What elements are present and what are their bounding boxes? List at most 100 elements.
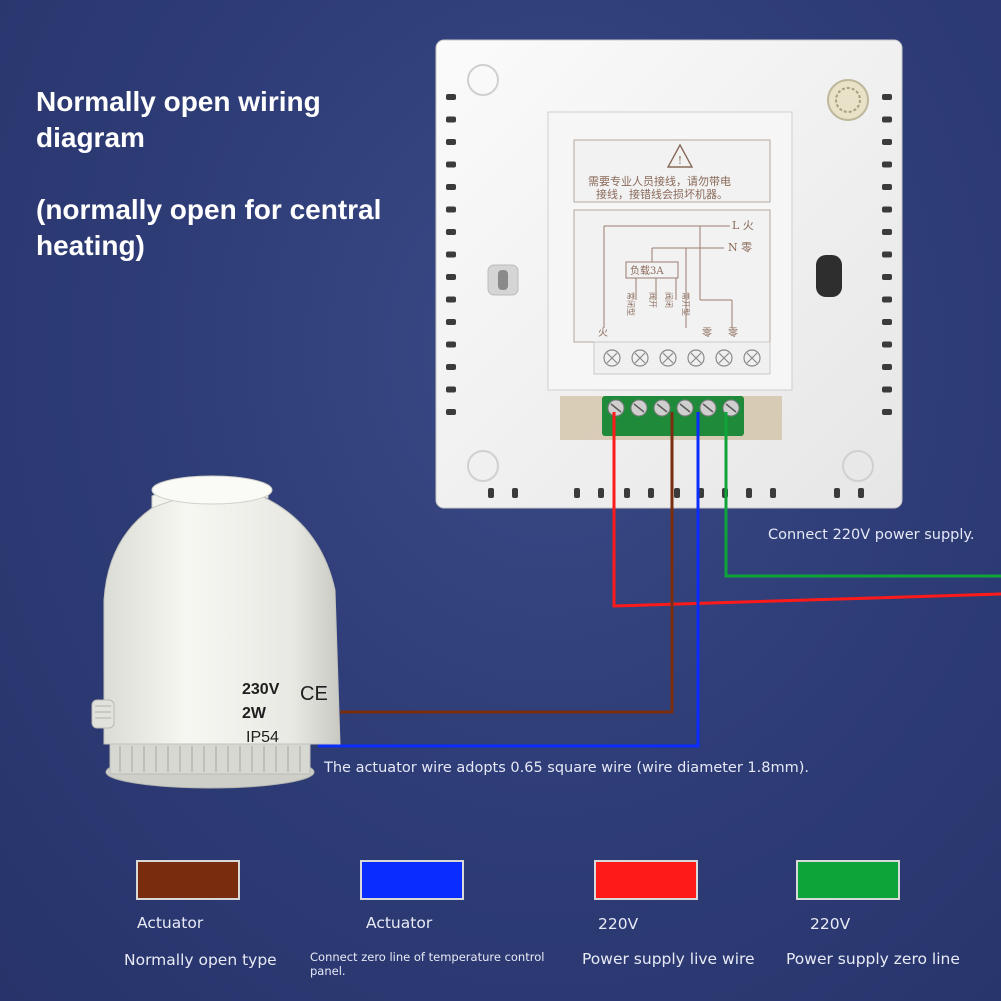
label-zero-1: 零 (702, 327, 712, 339)
wires (318, 412, 1001, 748)
vent-slot (446, 341, 456, 348)
load-label: 负载3A (630, 264, 664, 277)
vent-slot (446, 116, 456, 123)
vent-slot (882, 116, 892, 123)
vent-slot (648, 488, 654, 498)
terminal-screw-slot (679, 403, 691, 413)
vent-slot (446, 296, 456, 303)
wire-red-live (612, 412, 1001, 608)
vent-slot (674, 488, 680, 498)
vent-slot (446, 409, 456, 415)
legend-brown-desc: Normally open type (124, 951, 277, 969)
warning-text-2: 接线，接错线会损坏机器。 (596, 187, 728, 201)
adjust-dial (827, 79, 869, 121)
terminal-marking-cross (746, 352, 758, 364)
vent-slot (446, 386, 456, 393)
terminal-screws (607, 399, 740, 417)
terminal-L-label: L 火 (732, 219, 754, 232)
vent-slot (512, 488, 518, 498)
legend-swatch-red (594, 860, 698, 900)
terminal-marking (659, 349, 677, 367)
legend-swatch-brown (136, 860, 240, 900)
label-fire: 火 (598, 327, 608, 339)
terminal-marking (715, 349, 733, 367)
terminal-screw-slot (656, 403, 668, 413)
vent-slot (882, 274, 892, 280)
vent-slot (882, 296, 892, 303)
vent-slot (446, 229, 456, 235)
vent-slot (882, 364, 892, 370)
actuator-rating: IP54 (246, 729, 279, 746)
vent-slot (446, 94, 456, 100)
vent-slot (446, 184, 456, 190)
vent-slot (574, 488, 580, 498)
vent-slot (446, 319, 456, 325)
legend-red-title: 220V (598, 915, 639, 933)
label-normally-open: 常开型 (681, 292, 690, 316)
terminal-marking-cross (662, 352, 674, 364)
vent-slot (882, 161, 892, 168)
label-normally-closed: 常闭型 (626, 292, 635, 316)
terminal-screw-slot (633, 403, 645, 413)
label-valve-close: 阀闭 (664, 292, 673, 308)
vent-slot (770, 488, 776, 498)
label-zero-2: 零 (728, 327, 738, 339)
wire-brown-actuator (340, 412, 674, 714)
vent-slot (882, 319, 892, 325)
warning-icon (666, 143, 694, 168)
ce-mark: CE (300, 683, 328, 705)
vent-slot (446, 161, 456, 168)
vent-slot (882, 251, 892, 258)
label-valve-open: 阀开 (648, 292, 657, 308)
legend-green-desc: Power supply zero line (786, 950, 960, 968)
title-line-1: Normally open wiring diagram (36, 86, 321, 153)
vent-slot (446, 364, 456, 370)
wire-blue-actuator (318, 412, 700, 748)
vent-slot (834, 488, 840, 498)
wire-green-zero (724, 412, 1001, 578)
vent-slot (882, 409, 892, 415)
screw-slot-right (816, 255, 842, 297)
legend-swatch-blue (360, 860, 464, 900)
terminal-marking-cross (718, 352, 730, 364)
vent-slot (882, 139, 892, 145)
mount-hole (467, 64, 499, 96)
thermostat-back: ! 需要专业人员接线，请勿带电 接线，接错线会损坏机器。 L 火 N 零 负载3… (435, 39, 903, 509)
vent-slot (446, 274, 456, 280)
vent-slot (882, 184, 892, 190)
vent-slot (624, 488, 630, 498)
legend-red-desc: Power supply live wire (582, 950, 755, 968)
terminal-marking (743, 349, 761, 367)
actuator-voltage: 230V (242, 681, 280, 698)
vent-slot (882, 94, 892, 100)
legend-swatch-green (796, 860, 900, 900)
vent-slot (882, 386, 892, 393)
diagram-title: Normally open wiring diagram (normally o… (36, 84, 436, 264)
mount-hole (842, 450, 874, 482)
svg-text:!: ! (678, 154, 682, 167)
terminal-marking (687, 349, 705, 367)
terminal-markings (603, 349, 761, 367)
vent-slot (446, 251, 456, 258)
internal-schematic (603, 225, 733, 328)
vent-slot (882, 229, 892, 235)
legend-green-title: 220V (810, 915, 851, 933)
vent-slot (882, 341, 892, 348)
mount-hole (467, 450, 499, 482)
terminal-marking-cross (606, 352, 618, 364)
warning-text-1: 需要专业人员接线，请勿带电 (588, 174, 731, 188)
vent-slot (446, 139, 456, 145)
title-line-2: (normally open for central heating) (36, 194, 382, 261)
legend-brown-title: Actuator (137, 914, 204, 932)
terminal-screw-slot (610, 403, 622, 413)
vent-slot (446, 206, 456, 213)
legend-blue-title: Actuator (366, 914, 433, 932)
actuator: 230V 2W IP54 CE (91, 475, 341, 789)
terminal-marking (603, 349, 621, 367)
vent-slot (598, 488, 604, 498)
vent-slot (746, 488, 752, 498)
vent-slot (488, 488, 494, 498)
actuator-wire-note: The actuator wire adopts 0.65 square wir… (324, 760, 809, 776)
terminal-marking-cross (634, 352, 646, 364)
